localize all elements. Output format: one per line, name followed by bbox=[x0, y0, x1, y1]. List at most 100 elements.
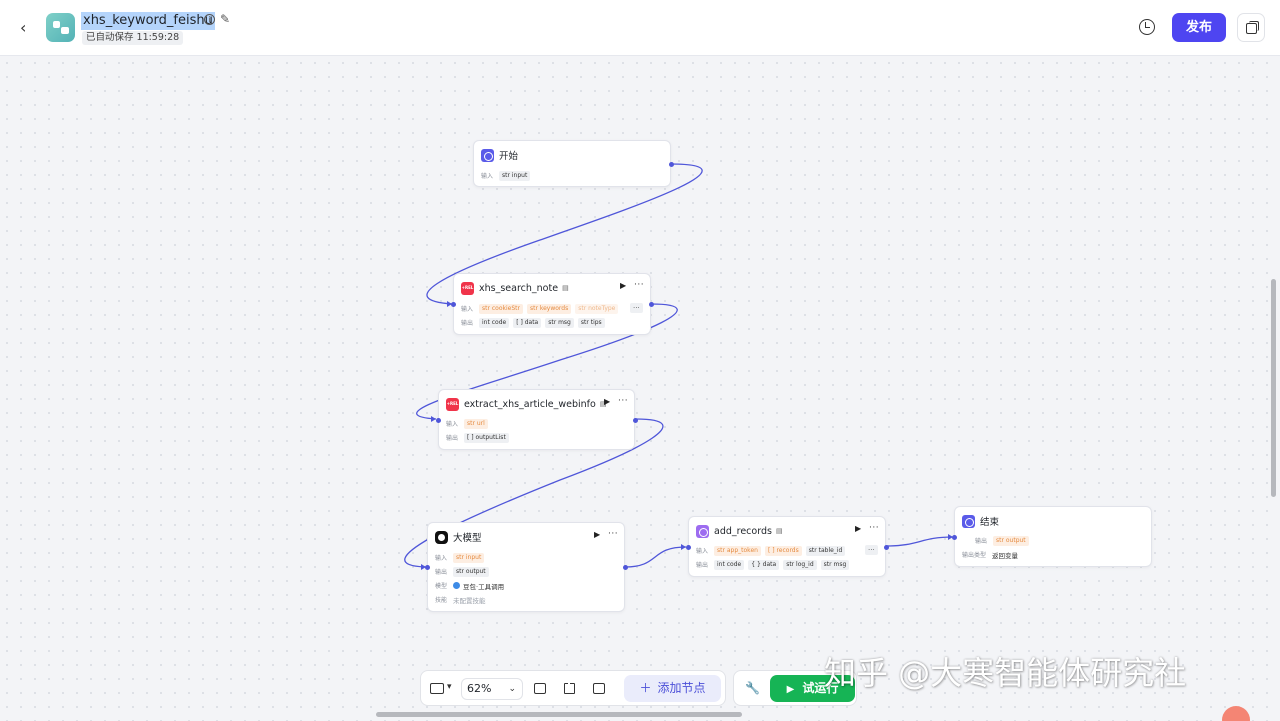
horizontal-scrollbar[interactable] bbox=[376, 712, 742, 717]
input-port[interactable] bbox=[436, 418, 441, 423]
library-icon: ▤ bbox=[562, 284, 569, 292]
add-node-label: 添加节点 bbox=[657, 681, 706, 695]
variable-tag: str output bbox=[453, 566, 489, 577]
back-icon[interactable]: ‹ bbox=[20, 18, 27, 37]
output-port[interactable] bbox=[669, 162, 674, 167]
output-label: 输出 bbox=[975, 538, 988, 545]
node-title: 大模型 bbox=[453, 533, 482, 544]
skill-row: 技能 未配置技能 bbox=[435, 594, 486, 605]
run-icon[interactable]: ▶ bbox=[620, 281, 627, 290]
watermark: 知乎 @大寒智能体研究社 bbox=[824, 654, 1187, 692]
output-row: 输出 int code [ ] data str msg str tips bbox=[461, 317, 609, 328]
info-icon[interactable]: i bbox=[204, 14, 215, 25]
more-icon[interactable]: ··· bbox=[634, 280, 645, 290]
input-port[interactable] bbox=[686, 545, 691, 550]
run-icon[interactable]: ▶ bbox=[855, 524, 862, 533]
workflow-app-icon bbox=[46, 13, 75, 42]
output-type-row: 输出类型 返回变量 bbox=[962, 549, 1018, 560]
top-header: ‹ xhs_keyword_feishu i ✎ 已自动保存 11:59:28 … bbox=[0, 0, 1280, 56]
output-label: 输出 bbox=[461, 320, 474, 327]
add-node-button[interactable]: ＋ 添加节点 bbox=[624, 675, 721, 702]
doubao-model-icon bbox=[453, 582, 461, 589]
output-port[interactable] bbox=[623, 565, 628, 570]
chevron-down-icon[interactable]: ▾ bbox=[447, 682, 452, 692]
trial-run-button[interactable]: ▶ 试运行 bbox=[770, 675, 855, 702]
node-end[interactable]: 结束 输出 str output 输出类型 返回变量 bbox=[952, 506, 1152, 567]
more-inputs-icon[interactable]: ··· bbox=[865, 545, 878, 555]
output-port[interactable] bbox=[649, 302, 654, 307]
variable-tag: str url bbox=[464, 418, 488, 429]
node-title: xhs_search_note bbox=[479, 282, 559, 294]
trial-run-label: 试运行 bbox=[802, 681, 839, 695]
model-label: 模型 bbox=[435, 583, 448, 590]
plus-icon: ＋ bbox=[639, 681, 652, 695]
node-header: xhs_search_note ▤ bbox=[461, 280, 569, 296]
llm-icon bbox=[435, 530, 448, 544]
node-start-header: 开始 bbox=[481, 147, 518, 163]
run-icon[interactable]: ▶ bbox=[594, 530, 601, 539]
history-icon[interactable] bbox=[1139, 19, 1155, 35]
output-row: 输出 str output bbox=[975, 535, 1033, 546]
output-label: 输出 bbox=[446, 435, 459, 442]
output-row: 输出 int code { } data str log_id str msg bbox=[696, 559, 853, 570]
zoom-select[interactable]: 62% ⌄ bbox=[461, 678, 523, 700]
layout-icon[interactable] bbox=[564, 683, 575, 694]
input-label: 输入 bbox=[696, 548, 709, 555]
workflow-title[interactable]: xhs_keyword_feishu bbox=[81, 12, 215, 30]
library-icon: ▤ bbox=[775, 527, 783, 535]
run-icon[interactable]: ▶ bbox=[604, 397, 611, 406]
comment-icon[interactable] bbox=[534, 683, 546, 694]
node-llm[interactable]: 大模型 ▶ ··· 输入 str input 输出 str output 模型 … bbox=[425, 522, 628, 612]
variable-tag: str noteType bbox=[575, 303, 619, 314]
output-row: 输出 str output bbox=[435, 566, 493, 577]
input-port[interactable] bbox=[425, 565, 430, 570]
skill-value: 未配置技能 bbox=[453, 596, 486, 605]
copy-icon[interactable] bbox=[1237, 13, 1265, 42]
variable-tag: str output bbox=[993, 535, 1029, 546]
canvas-toolbar: ▾ 62% ⌄ ＋ 添加节点 bbox=[420, 670, 726, 706]
start-icon bbox=[481, 148, 494, 162]
wrench-icon[interactable]: 🔧 bbox=[745, 681, 760, 695]
variable-tag: str msg bbox=[820, 559, 850, 570]
library-icon: ▤ bbox=[599, 400, 607, 408]
node-header: add_records ▤ bbox=[696, 523, 783, 539]
zoom-value: 62% bbox=[467, 682, 492, 695]
node-header: 大模型 bbox=[435, 529, 482, 545]
end-icon bbox=[962, 514, 975, 528]
input-row: 输入 str app_token [ ] records str table_i… bbox=[696, 545, 849, 556]
output-port[interactable] bbox=[884, 545, 889, 550]
input-label: 输入 bbox=[481, 173, 494, 180]
publish-button[interactable]: 发布 bbox=[1172, 13, 1226, 42]
node-xhs-search-note[interactable]: xhs_search_note ▤ ▶ ··· 输入 str cookieStr… bbox=[451, 273, 654, 335]
more-inputs-icon[interactable]: ··· bbox=[630, 303, 643, 313]
output-port[interactable] bbox=[633, 418, 638, 423]
edge-llm-to-records bbox=[624, 546, 687, 568]
play-icon: ▶ bbox=[786, 684, 795, 695]
variable-tag: str msg bbox=[545, 317, 574, 328]
node-start[interactable]: 开始 输入 str input bbox=[473, 140, 674, 187]
variable-tag: [ ] outputList bbox=[464, 432, 509, 443]
more-icon[interactable]: ··· bbox=[618, 396, 629, 406]
variable-tag: str keywords bbox=[526, 303, 572, 314]
chevron-down-icon: ⌄ bbox=[508, 684, 516, 694]
assistant-avatar[interactable] bbox=[1222, 706, 1250, 721]
node-extract-xhs-article-webinfo[interactable]: extract_xhs_article_webinfo ▤ ▶ ··· 输入 s… bbox=[436, 389, 638, 450]
input-port[interactable] bbox=[451, 302, 456, 307]
variable-tag: str tips bbox=[577, 317, 605, 328]
xiaohongshu-plugin-icon bbox=[446, 397, 459, 411]
node-title: extract_xhs_article_webinfo bbox=[464, 398, 596, 410]
edge-records-to-end bbox=[885, 536, 954, 547]
more-icon[interactable]: ··· bbox=[869, 523, 880, 533]
input-port[interactable] bbox=[952, 535, 957, 540]
skill-label: 技能 bbox=[435, 597, 448, 604]
fit-view-icon[interactable] bbox=[593, 683, 605, 694]
vertical-scrollbar[interactable] bbox=[1271, 279, 1276, 497]
variable-tag: [ ] records bbox=[764, 545, 802, 556]
node-header: extract_xhs_article_webinfo ▤ bbox=[446, 396, 606, 412]
node-add-records[interactable]: add_records ▤ ▶ ··· 输入 str app_token [ ]… bbox=[686, 516, 889, 577]
more-icon[interactable]: ··· bbox=[608, 529, 619, 539]
edit-icon[interactable]: ✎ bbox=[220, 12, 231, 26]
output-type-label: 输出类型 bbox=[962, 552, 987, 559]
minimap-icon[interactable] bbox=[430, 683, 444, 694]
